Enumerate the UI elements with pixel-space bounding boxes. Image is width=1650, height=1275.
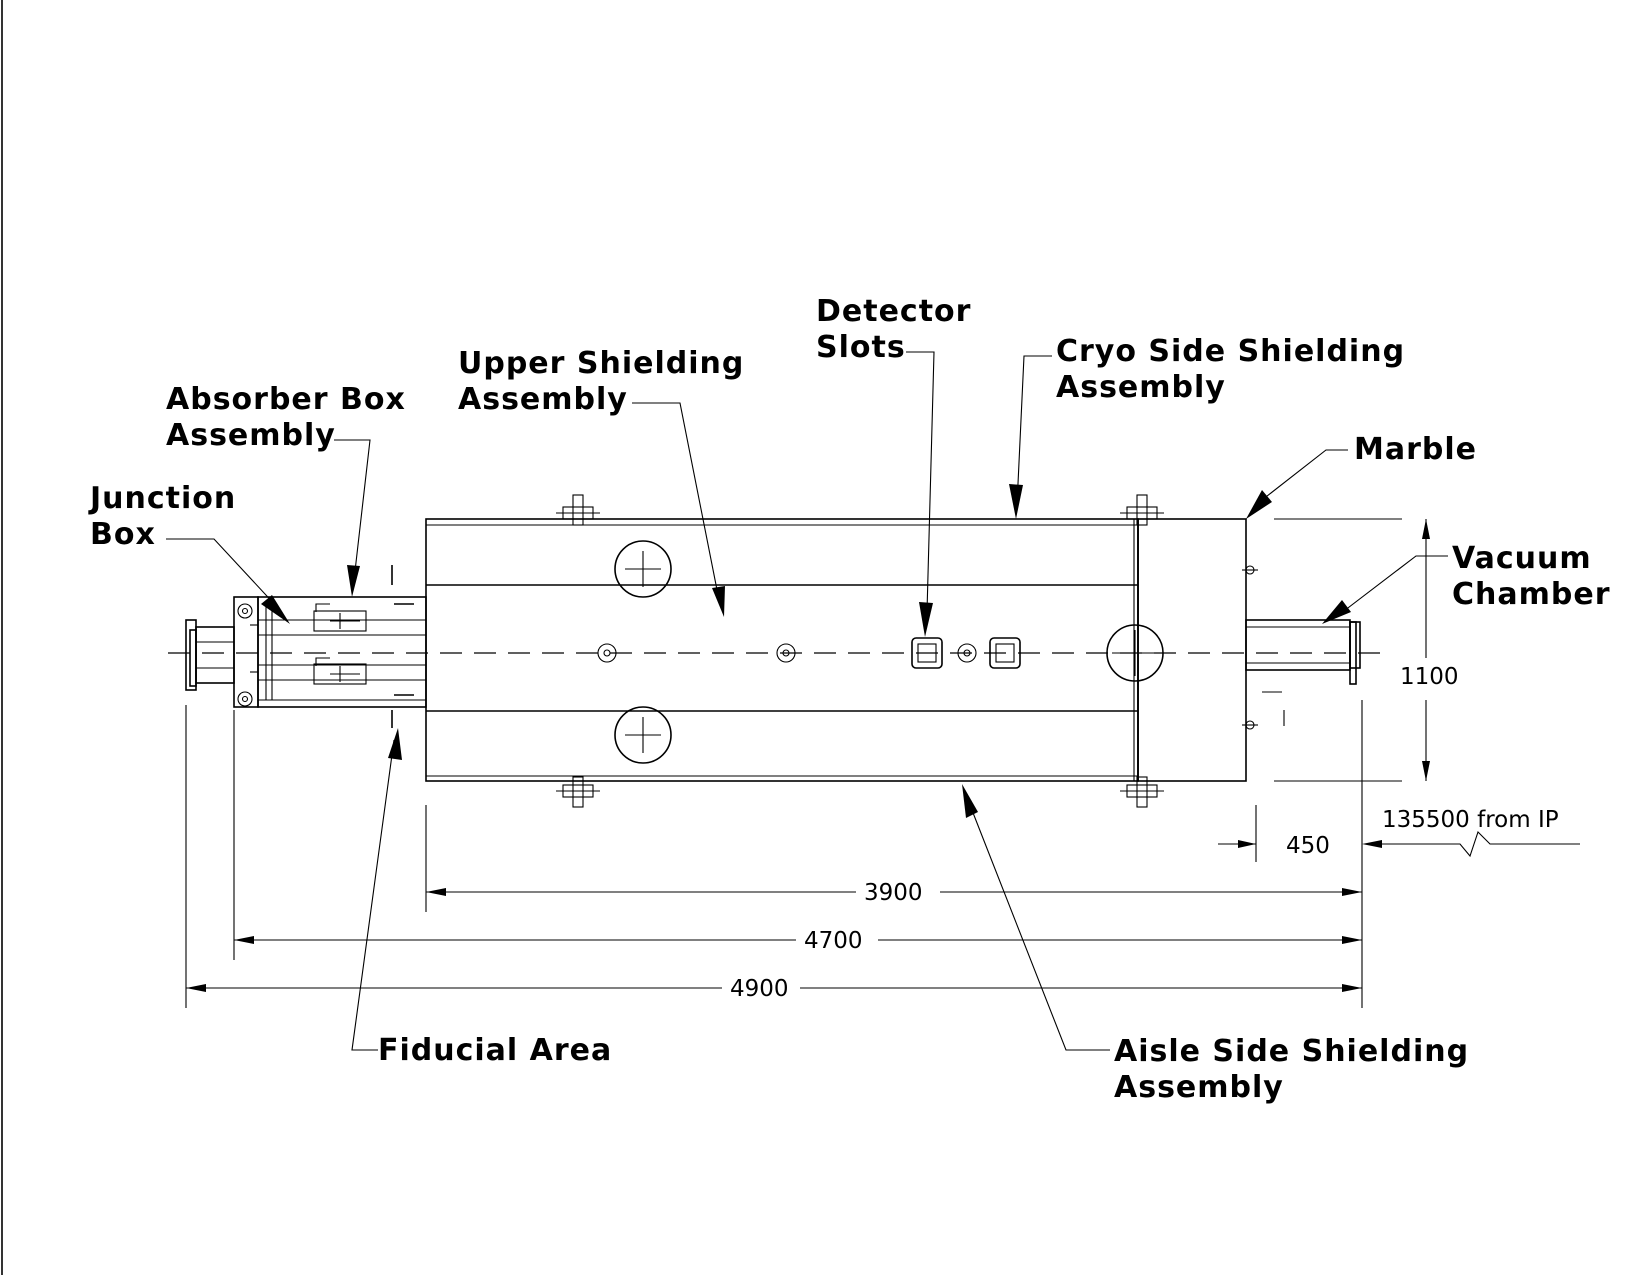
aisle-side-shielding-label-line1: Aisle Side Shielding [1114,1034,1469,1069]
marble-label: Marble [1354,432,1477,467]
dimension-3900: 3900 [864,880,923,906]
dimension-lines [185,518,1580,1008]
absorber-box-label-line2: Assembly [166,418,336,453]
shielding-body-outline [425,518,1139,782]
main-body [425,518,1139,782]
cryo-side-shielding-label-line2: Assembly [1056,370,1226,405]
aisle-side-shielding-label-line2: Assembly [1114,1070,1284,1105]
marble-block [1133,518,1285,782]
dimension-4700: 4700 [804,928,863,954]
fiducial-area-label: Fiducial Area [378,1033,612,1068]
vacuum-chamber-label-line2: Chamber [1452,577,1611,612]
lifting-lugs [556,494,1164,808]
junction-box [185,596,259,708]
absorber-box-assembly [257,565,427,728]
upper-shielding-label-line2: Assembly [458,382,628,417]
dimension-4900: 4900 [730,976,789,1002]
vacuum-chamber-label-line1: Vacuum [1452,541,1592,576]
detector-slots-label-line1: Detector [816,294,971,329]
alignment-targets [597,540,1164,764]
junction-box-label-line1: Junction [88,481,236,516]
vacuum-chamber-pipe [1245,619,1361,685]
cryo-side-shielding-label-line1: Cryo Side Shielding [1056,334,1405,369]
detector-slots-label-line2: Slots [816,330,906,365]
dimension-1100: 1100 [1400,664,1459,690]
dimension-450: 450 [1286,833,1330,859]
detector-slots [911,637,1021,669]
upper-shielding-label-line1: Upper Shielding [458,346,744,381]
absorber-box-label-line1: Absorber Box [166,382,406,417]
dimension-from-ip: 135500 from IP [1382,807,1559,833]
leader-lines [166,351,1448,1051]
junction-box-label-line2: Box [90,517,156,552]
